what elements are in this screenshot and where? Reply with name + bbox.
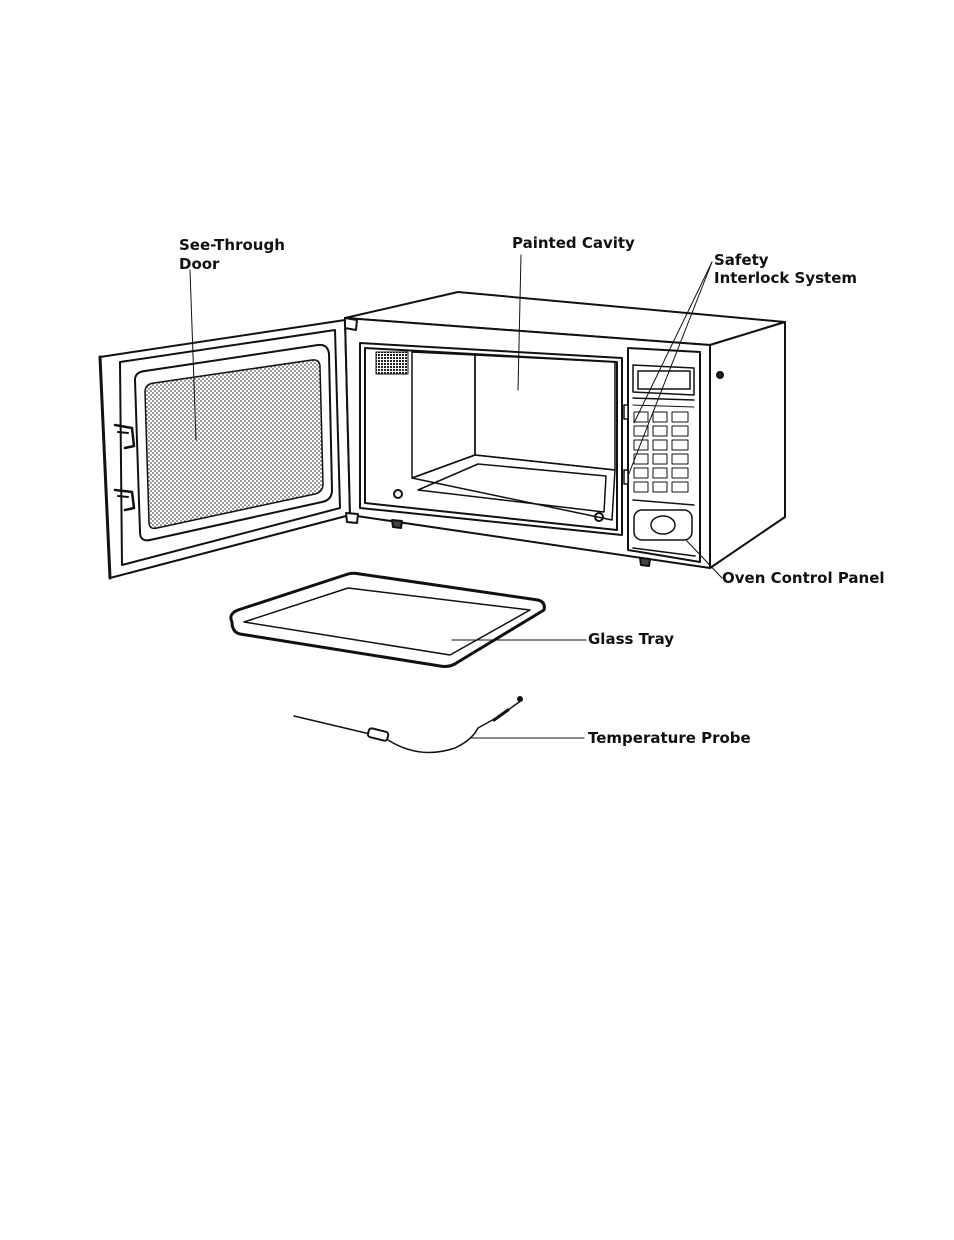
temperature-probe [294, 697, 522, 753]
safety-interlock-label-line2: Interlock System [714, 269, 857, 288]
see-through-door-label-line2: Door [179, 255, 219, 274]
glass-tray-label: Glass Tray [588, 630, 674, 649]
see-through-door [100, 320, 350, 578]
safety-interlock-label-line1: Safety [714, 251, 769, 270]
painted-cavity-label: Painted Cavity [512, 234, 635, 253]
temperature-probe-label: Temperature Probe [588, 729, 751, 748]
oven-control-panel-label: Oven Control Panel [722, 569, 885, 588]
glass-tray [231, 573, 545, 666]
oven-cabinet [345, 292, 785, 568]
oven-control-panel [624, 348, 700, 562]
see-through-door-label-line1: See-Through [179, 236, 285, 255]
